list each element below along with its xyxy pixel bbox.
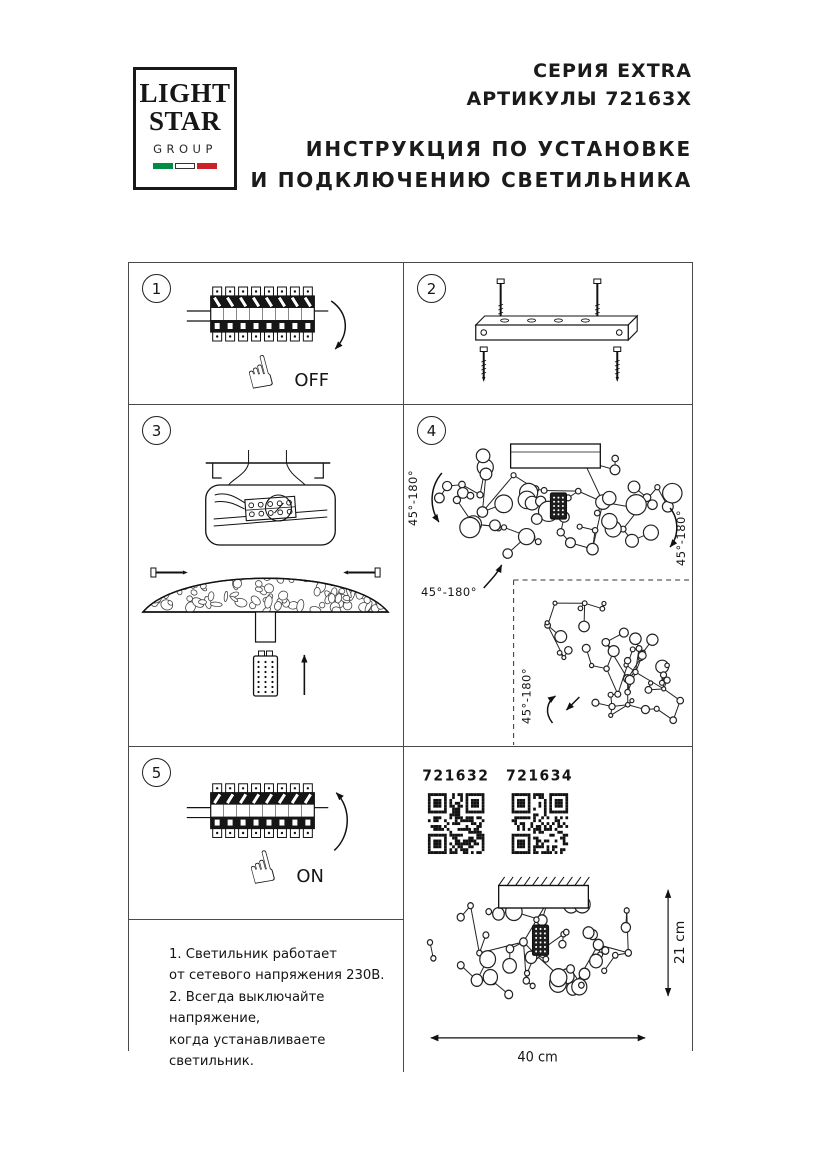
step5-number-badge: 5 <box>142 758 171 787</box>
note-line-3: 2. Всегда выключайте напряжение, <box>169 989 325 1027</box>
step5-illustration: ☝ ON <box>186 783 348 897</box>
lightstar-logo: LIGHT STAR GROUP <box>133 67 237 190</box>
width-dimension-label: 40 cm <box>517 1050 557 1066</box>
logo-word-light: LIGHT <box>139 78 231 108</box>
logo-word-star: STAR <box>148 105 222 136</box>
step1-number-badge: 1 <box>142 274 171 303</box>
step3-panel: 3 <box>129 405 404 747</box>
mounting-bracket-drawing <box>474 278 639 382</box>
note-line-4: когда устанавливаете светильник. <box>169 1032 326 1069</box>
qr2-article-label: 721634 <box>506 768 573 785</box>
step4-panel: 4 45°-180° 45°-180° 45°-180° 45°-180° <box>404 405 692 747</box>
inset-dashed-border <box>513 579 692 745</box>
step1-panel: 1 ☝ OFF <box>129 263 404 405</box>
articles-title: АРТИКУЛЫ 72163X <box>466 88 692 110</box>
logo-word-group: GROUP <box>153 142 217 157</box>
flag-stripe-white <box>175 163 195 170</box>
instruction-grid: 1 ☝ OFF 2 3 <box>128 262 693 1073</box>
step4-number-badge: 4 <box>417 416 446 445</box>
step2-panel: 2 <box>404 263 692 405</box>
rotate-arrow-left <box>431 472 443 523</box>
instruction-title-line1: ИНСТРУКЦИЯ ПО УСТАНОВКЕ <box>305 137 692 161</box>
note-line-2: от сетевого напряжения 230В. <box>169 968 385 984</box>
rotation-label-left: 45°-180° <box>406 470 420 526</box>
series-title: СЕРИЯ EXTRA <box>533 60 692 82</box>
height-dimension-label: 21 cm <box>673 921 687 964</box>
circuit-breaker-off-drawing <box>186 286 329 342</box>
rotation-label-inset: 45°-180° <box>520 668 534 724</box>
qr1-article-label: 721632 <box>422 768 489 785</box>
fixture-dimension-drawing <box>426 876 633 1000</box>
step4-illustration: 45°-180° 45°-180° 45°-180° 45°-180° <box>406 443 692 745</box>
switch-on-arrow <box>333 792 348 851</box>
rotate-arrow-bottom <box>483 564 503 589</box>
rotate-arrow-inset-2 <box>565 696 580 711</box>
flag-stripe-green <box>153 163 173 170</box>
qr-code-1 <box>425 791 487 857</box>
circuit-breaker-on-drawing <box>186 783 329 838</box>
header-titles: СЕРИЯ EXTRA АРТИКУЛЫ 72163X ИНСТРУКЦИЯ П… <box>250 60 692 196</box>
flag-stripe-red <box>197 163 217 170</box>
safety-notes: 1. Светильник работает от сетевого напря… <box>129 920 403 1072</box>
pointing-hand-icon: ☝ <box>242 841 281 897</box>
switch-off-arrow <box>330 300 346 350</box>
step2-illustration <box>474 278 639 382</box>
fixture-bubbles-drawing <box>433 443 685 725</box>
rotate-arrow-inset <box>546 695 556 724</box>
step5-panel: 5 ☝ ON <box>129 747 404 920</box>
instruction-title-line2: И ПОДКЛЮЧЕНИЮ СВЕТИЛЬНИКА <box>250 168 692 192</box>
notes-panel: 1. Светильник работает от сетевого напря… <box>129 920 404 1073</box>
rotation-label-right: 45°-180° <box>674 510 688 566</box>
step1-illustration: ☝ OFF <box>186 286 346 402</box>
step1-off-label: OFF <box>294 370 329 391</box>
rotation-label-bottom: 45°-180° <box>421 585 477 599</box>
step2-number-badge: 2 <box>417 274 446 303</box>
step3-number-badge: 3 <box>142 416 171 445</box>
step3-illustration <box>141 450 390 697</box>
step5-on-label: ON <box>296 866 324 887</box>
product-panel: 721632 721634 21 cm 40 cm <box>404 747 692 1073</box>
qr-code-2 <box>509 791 571 857</box>
pointing-hand-icon: ☝ <box>240 345 279 401</box>
product-illustration: 721632 721634 21 cm 40 cm <box>422 768 688 1066</box>
rotate-arrow-right <box>669 507 678 548</box>
note-line-1: 1. Светильник работает <box>169 947 337 962</box>
italian-flag-icon <box>153 163 217 170</box>
canopy-wiring-drawing <box>141 450 390 697</box>
